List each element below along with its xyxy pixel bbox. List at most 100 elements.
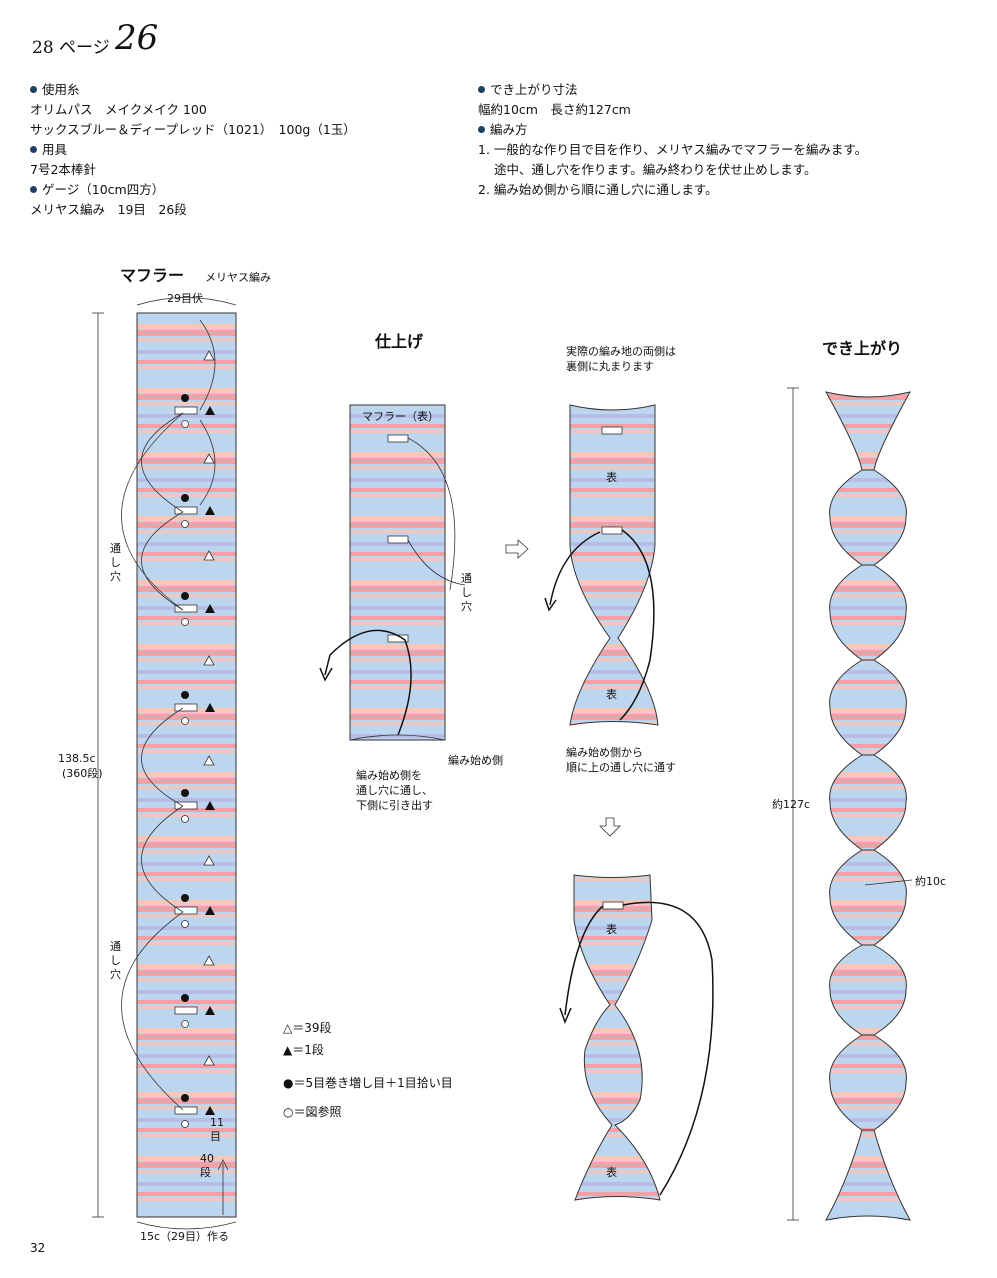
open-triangle-marker — [203, 453, 215, 464]
row-count-1: 40 — [200, 1152, 214, 1165]
finishing-start-side: 編み始め側 — [448, 753, 503, 767]
muffler-rows: (360段) — [62, 766, 103, 780]
page-reference: 28 ページ — [32, 38, 110, 58]
yarn-line-1: オリムパス メイクメイク 100 — [30, 102, 207, 117]
hole-label-2b: し — [110, 954, 121, 967]
step-figure-1 — [544, 404, 659, 726]
face-label: 表 — [606, 922, 617, 936]
finishing-title: 仕上げ — [374, 332, 424, 351]
muffler-bead — [829, 849, 907, 946]
muffler-bead — [825, 1129, 911, 1221]
finishing-note-1: 実際の編み地の両側は — [566, 344, 676, 358]
thread-hole-marker — [174, 691, 215, 725]
muffler-bead — [829, 944, 907, 1036]
pattern-number: 26 — [115, 18, 159, 58]
stitch-count-1: 11 — [210, 1116, 224, 1129]
tools-heading: 用具 — [42, 142, 68, 157]
bullet-icon — [30, 146, 37, 153]
thread-hole-marker — [174, 592, 215, 626]
step-arrows — [505, 539, 621, 837]
finishing-instruction-3: 下側に引き出す — [356, 798, 433, 812]
method-heading: 編み方 — [490, 122, 528, 137]
finished-muffler — [787, 387, 913, 1221]
face-label: 表 — [606, 687, 617, 701]
bullet-icon — [478, 126, 485, 133]
finish-block: でき上がり寸法 幅約10cm 長さ約127cm 編み方 1. 一般的な作り目で目… — [478, 80, 867, 200]
open-triangle-marker — [203, 755, 215, 766]
thread-hole-marker — [174, 494, 215, 528]
method-step-1: 1. 一般的な作り目で目を作り、メリヤス編みでマフラーを編みます。 — [478, 142, 868, 157]
thread-hole-marker — [174, 894, 215, 928]
open-triangle-marker — [203, 1055, 215, 1066]
right-arrow-icon — [505, 539, 529, 559]
face-label: 表 — [606, 470, 617, 484]
gauge-line: メリヤス編み 19目 26段 — [30, 202, 187, 217]
finishing-diagram — [319, 404, 466, 741]
muffler-length: 138.5c — [58, 752, 96, 765]
muffler-bead — [829, 469, 907, 566]
done-title: でき上がり — [822, 339, 902, 358]
muffler-diagram — [92, 297, 237, 1230]
step-note-2: 順に上の通し穴に通す — [566, 760, 676, 774]
muffler-bead — [829, 659, 907, 756]
tools-line: 7号2本棒針 — [30, 162, 96, 177]
finishing-hole-1: 通 — [461, 572, 472, 585]
size-heading: でき上がり寸法 — [490, 82, 578, 97]
bullet-icon — [30, 86, 37, 93]
row-count-2: 段 — [200, 1165, 211, 1179]
open-triangle-marker — [203, 855, 215, 866]
legend-open-triangle: △＝39段 — [283, 1020, 332, 1035]
muffler-title: マフラー — [120, 266, 184, 285]
finishing-instruction-2: 通し穴に通し、 — [356, 783, 433, 797]
thread-hole-marker — [174, 1094, 215, 1128]
legend-filled-circle: ●＝5目巻き増し目＋1目拾い目 — [283, 1075, 453, 1090]
thread-holes — [174, 350, 215, 1128]
step-note-1: 編み始め側から — [566, 745, 643, 759]
muffler-bead — [829, 754, 907, 851]
thread-hole-marker — [387, 535, 409, 544]
finishing-panel — [349, 404, 446, 741]
gathered-muffler — [569, 404, 659, 726]
size-line: 幅約10cm 長さ約127cm — [478, 102, 631, 117]
bullet-icon — [30, 186, 37, 193]
finishing-hole-2: し — [461, 586, 472, 599]
finishing-instruction-1: 編み始め側を — [356, 768, 422, 782]
hole-label-1: 通 — [110, 542, 121, 555]
gauge-heading: ゲージ（10cm四方） — [42, 182, 165, 197]
open-triangle-marker — [203, 655, 215, 666]
step-figure-2 — [559, 874, 714, 1201]
muffler-top-label: 29目伏 — [167, 291, 203, 305]
finishing-panel-label: マフラー（表） — [362, 409, 439, 423]
open-triangle-marker — [203, 550, 215, 561]
open-triangle-marker — [203, 350, 215, 361]
legend-open-circle: ○＝図参照 — [283, 1104, 341, 1119]
open-triangle-marker — [203, 955, 215, 966]
down-arrow-icon — [599, 817, 621, 837]
hole-label-3: 穴 — [110, 569, 121, 583]
thread-hole-marker — [387, 434, 409, 443]
page-number: 32 — [30, 1241, 45, 1255]
hole-label-3b: 穴 — [110, 967, 121, 981]
hole-label-2: し — [110, 556, 121, 569]
muffler-bead — [829, 1034, 907, 1131]
muffler-bead — [829, 564, 907, 661]
materials-block: 使用糸 オリムパス メイクメイク 100 サックスブルー＆ディープレッド（102… — [30, 80, 356, 220]
done-length: 約127c — [772, 797, 810, 811]
thread-hole-marker — [174, 994, 215, 1028]
finishing-hole-3: 穴 — [461, 599, 472, 613]
hole-label-1b: 通 — [110, 940, 121, 953]
finishing-note-2: 裏側に丸まります — [566, 359, 654, 373]
method-step-1-cont: 途中、通し穴を作ります。編み終わりを伏せ止めします。 — [494, 162, 817, 177]
muffler-subtitle: メリヤス編み — [205, 270, 271, 284]
muffler-body — [136, 312, 237, 1218]
yarn-heading: 使用糸 — [42, 82, 80, 97]
thread-hole-marker — [174, 394, 215, 428]
method-step-2: 2. 編み始め側から順に通し穴に通します。 — [478, 182, 718, 197]
bullet-icon — [478, 86, 485, 93]
muffler-bead — [825, 391, 911, 471]
thread-hole-marker — [174, 789, 215, 823]
yarn-line-2: サックスブルー＆ディープレッド（1021） 100g（1玉） — [30, 122, 356, 137]
legend-filled-triangle: ▲＝1段 — [283, 1042, 324, 1057]
done-width: 約10c — [915, 874, 946, 888]
